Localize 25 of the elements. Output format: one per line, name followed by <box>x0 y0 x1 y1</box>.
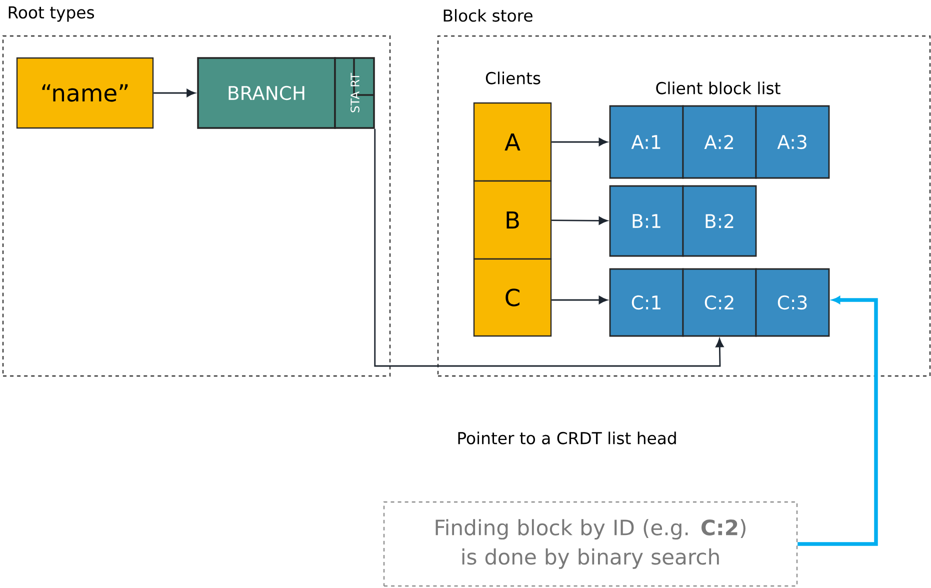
arrow <box>154 88 196 98</box>
arrow <box>374 128 724 367</box>
block-cell: C:3 <box>755 268 830 337</box>
client-box: “name” <box>16 57 154 129</box>
block-cell: C:1 <box>609 268 684 337</box>
arrow <box>552 138 608 146</box>
client-box: C <box>473 258 552 337</box>
start-cell: STA RT <box>334 57 375 129</box>
row-heading: Client block list <box>656 82 780 94</box>
node-label: Root types <box>8 6 94 22</box>
annotation: Pointer to a CRDT list head <box>458 432 676 444</box>
client-box: A <box>473 102 552 182</box>
block-cell: A:3 <box>755 105 830 179</box>
block-cell: C:2 <box>682 268 757 337</box>
client-box: B <box>473 180 552 260</box>
node-label: Block store <box>444 9 532 22</box>
arrow <box>798 296 878 546</box>
arrow <box>552 296 608 304</box>
block-cell: A:1 <box>609 105 684 179</box>
block-cell: B:1 <box>609 185 684 257</box>
block-cell: A:2 <box>682 105 757 179</box>
note-box: Finding block by ID (e.g. C:2) is done by binary search <box>383 501 798 587</box>
arrow <box>552 216 608 225</box>
block-cell: B:2 <box>682 185 757 257</box>
column-heading: Clients <box>486 72 540 84</box>
